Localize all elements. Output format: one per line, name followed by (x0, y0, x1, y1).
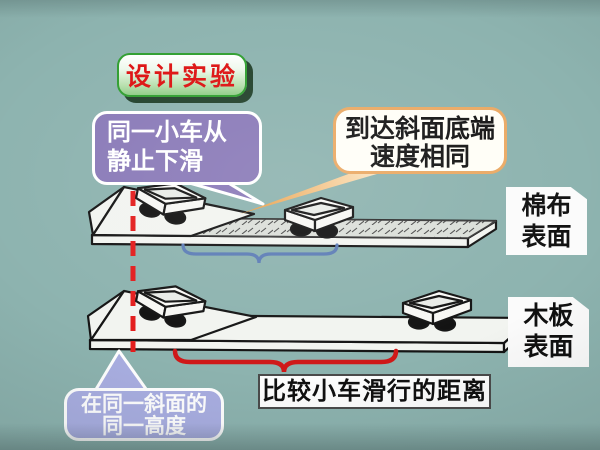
callout-same-speed: 到达斜面底端 速度相同 (333, 107, 507, 174)
wood-distance-brace (172, 348, 399, 373)
title-banner: 设计实验 (117, 53, 247, 97)
callout-compare-distance: 比较小车滑行的距离 (258, 374, 491, 409)
callout-same-height-line2: 同一高度 (102, 415, 186, 438)
callout-same-speed-line1: 到达斜面底端 (344, 115, 495, 143)
cotton-distance-brace (181, 243, 339, 264)
label-wood-line2: 表面 (523, 333, 574, 361)
callout-same-speed-line2: 速度相同 (369, 143, 470, 171)
label-cotton-line2: 表面 (521, 223, 572, 251)
speed-callout-pointer (240, 166, 404, 214)
callout-compare-distance-label: 比较小车滑行的距离 (262, 378, 487, 405)
callout-release-line2: 静止下滑 (107, 148, 203, 175)
callout-release-line1: 同一小车从 (107, 119, 227, 146)
callout-same-height: 在同一斜面的 同一高度 (64, 388, 224, 441)
callout-same-height-line1: 在同一斜面的 (81, 393, 207, 416)
label-wood-line1: 木板 (523, 302, 574, 330)
label-cotton-surface: 棉布 表面 (506, 187, 587, 255)
callout-release: 同一小车从 静止下滑 (92, 111, 262, 185)
label-wood-surface: 木板 表面 (508, 297, 589, 367)
label-cotton-line1: 棉布 (521, 192, 572, 220)
title-banner-label: 设计实验 (125, 63, 238, 91)
